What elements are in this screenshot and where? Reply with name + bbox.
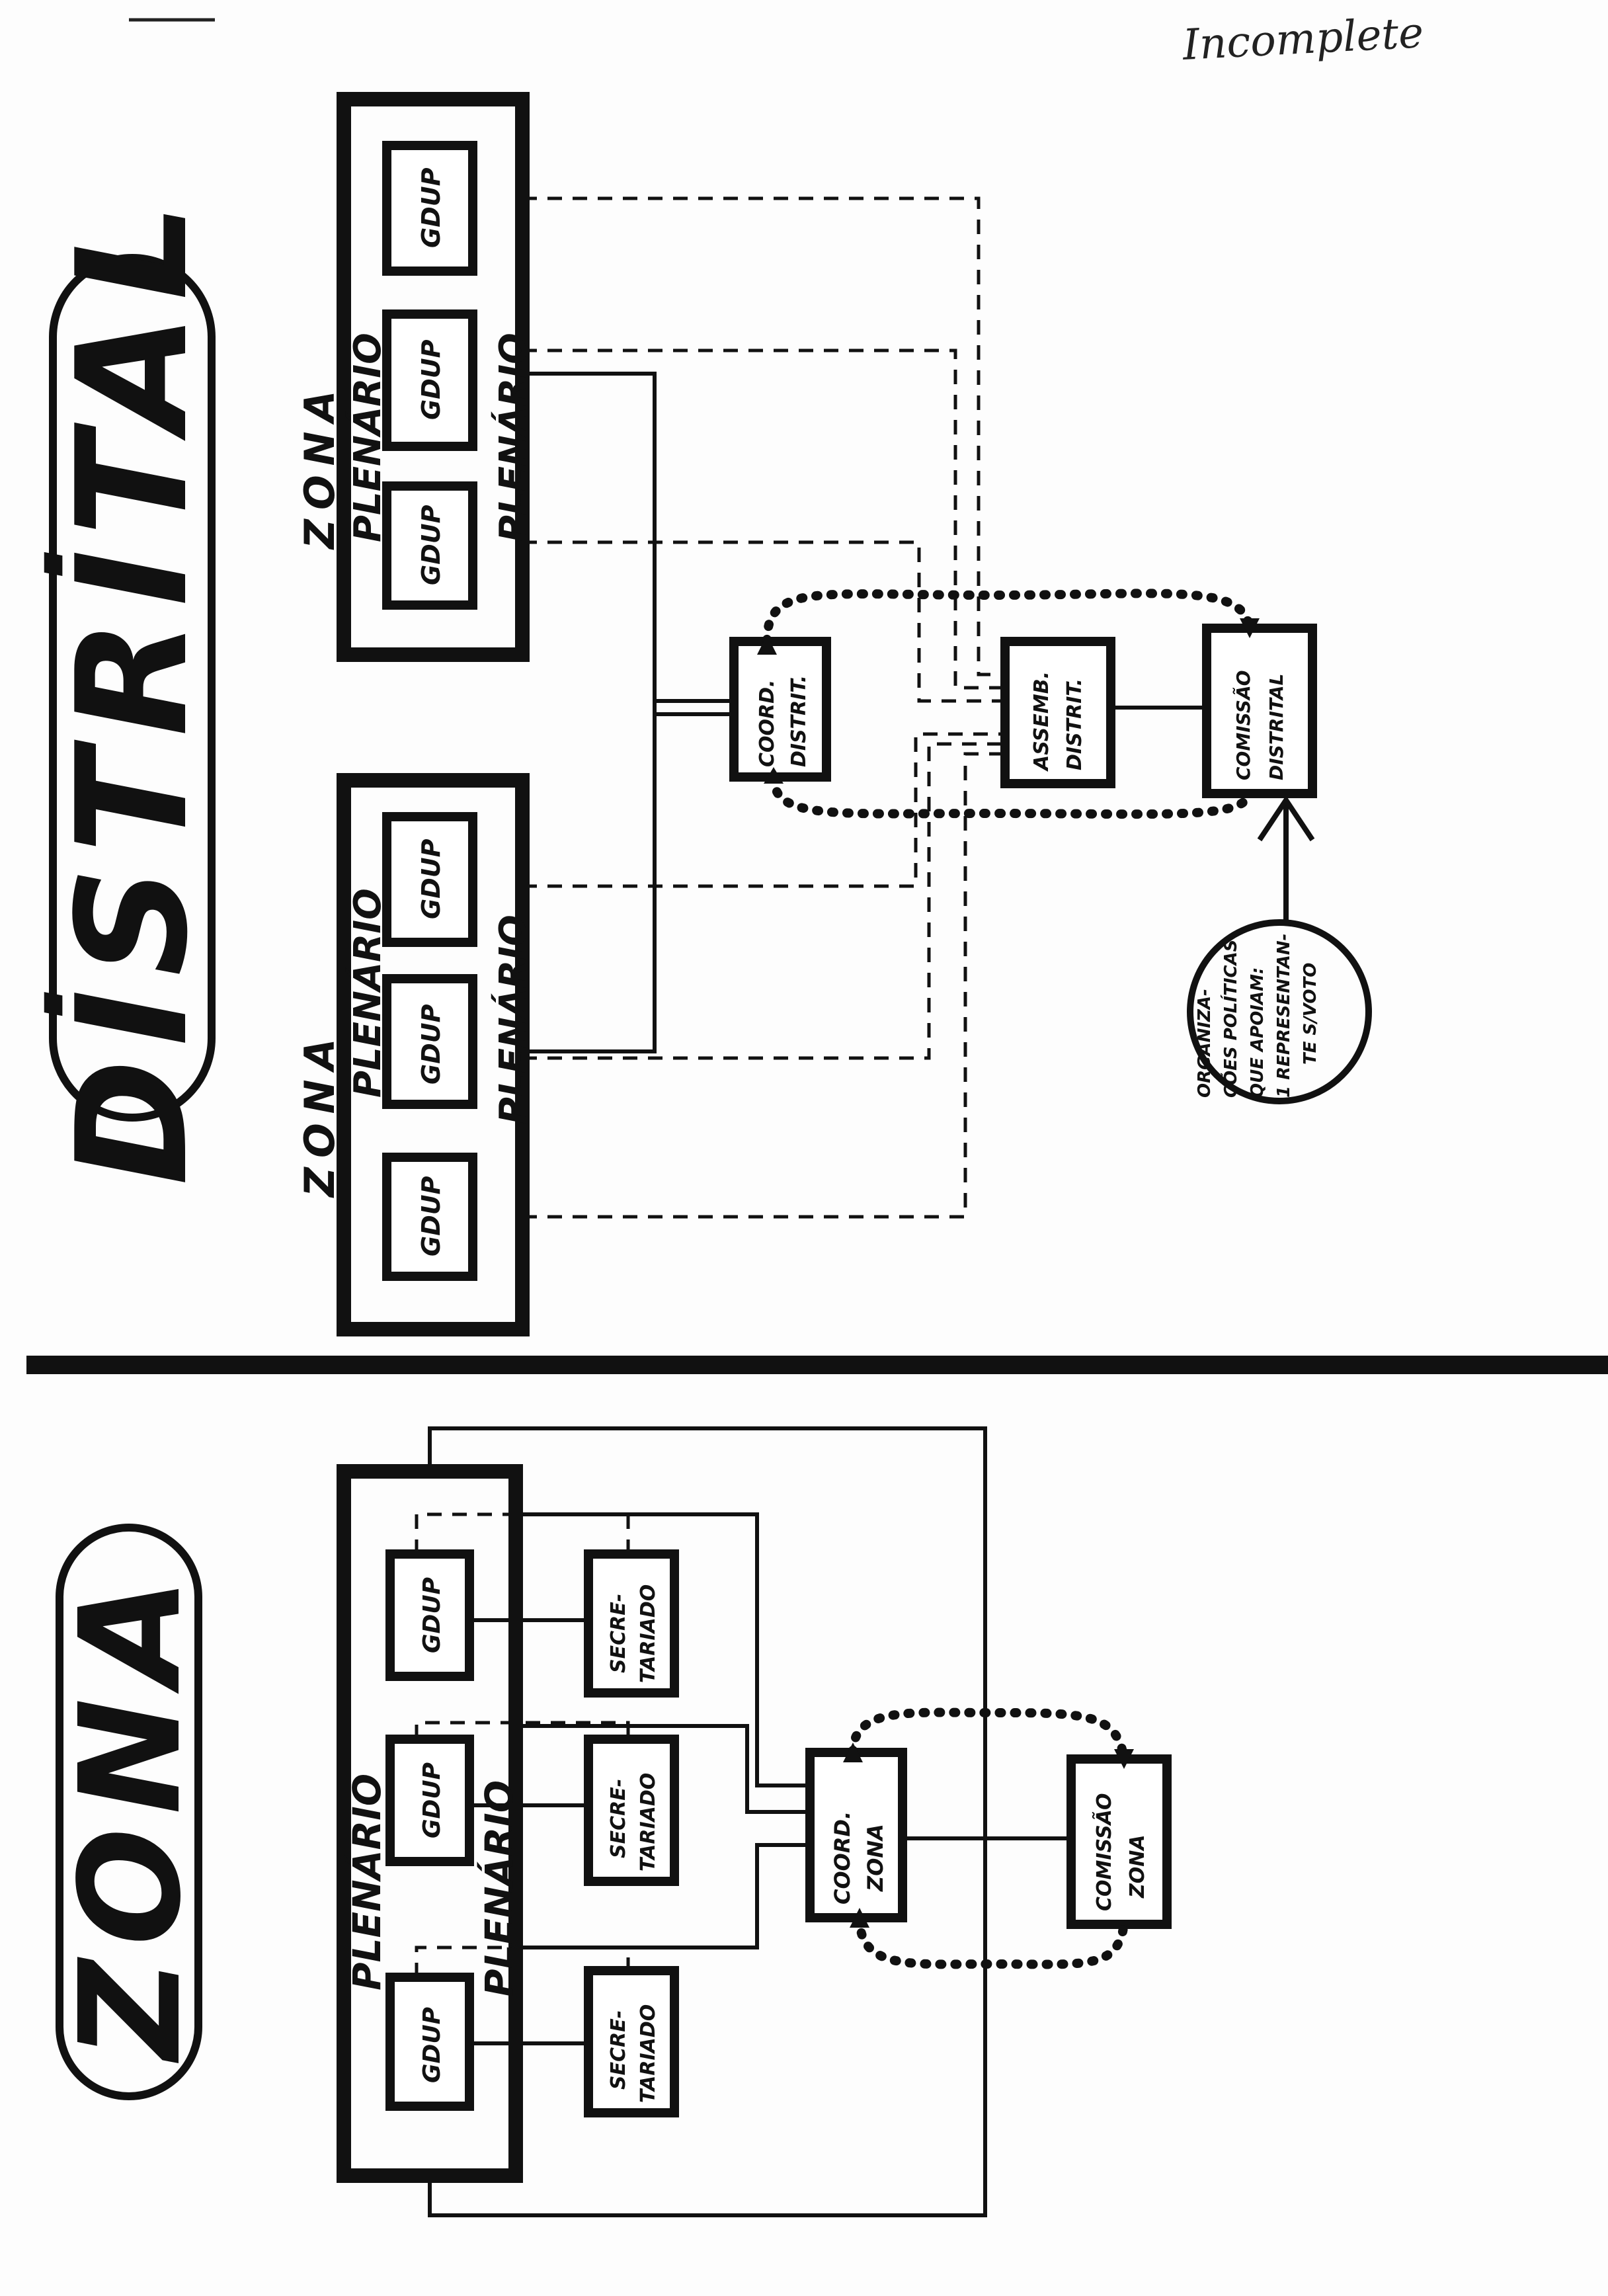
secretariado-2 bbox=[584, 1735, 679, 1886]
org-arrowhead bbox=[1257, 795, 1315, 842]
assemb-distrit-label-2: DISTRIT. bbox=[1063, 678, 1086, 770]
zona-title-text: ZONA bbox=[50, 1564, 212, 2063]
zona-2-gdup-1 bbox=[382, 1153, 477, 1281]
zona-1-plenario-bottom: PLENÁRIO bbox=[492, 333, 535, 542]
comissao-distrital-label-1: COMISSÃO bbox=[1232, 670, 1254, 780]
distrital-title: DİSTRİTAL bbox=[44, 190, 221, 1185]
svg-text:ORGANIZA-: ORGANIZA- bbox=[1195, 989, 1215, 1098]
zona-dotted-top bbox=[848, 1707, 1129, 1764]
zona-2-gdup-2 bbox=[382, 974, 477, 1109]
zona-arrowhead-top-right bbox=[1114, 1749, 1134, 1769]
zona-2-label: ZONA bbox=[296, 1029, 344, 1198]
zona-1-gdup-3-label: GDUP bbox=[417, 167, 446, 248]
coord-comissao-dotted-top bbox=[762, 589, 1254, 646]
dotted-arrowhead-top-right bbox=[1240, 618, 1260, 638]
zona-2-gdup-2-label: GDUP bbox=[417, 1004, 446, 1085]
zona-gdup-2-label: GDUP bbox=[419, 1762, 446, 1838]
zona-2-gdup-3-label: GDUP bbox=[417, 839, 446, 919]
svg-text:1 REPRESENTAN-: 1 REPRESENTAN- bbox=[1274, 934, 1294, 1098]
comissao-zona-label-1: COMISSÃO bbox=[1092, 1793, 1116, 1911]
distrital-zona-1: ZONA PLENÁRIO PLENÁRIO GDUP GDUP GDUP bbox=[296, 92, 535, 662]
section-divider bbox=[26, 1356, 1608, 1374]
zona-plenario-box bbox=[337, 1464, 523, 2183]
zona-1-label: ZONA bbox=[296, 381, 344, 550]
coord-zona-box bbox=[805, 1748, 907, 1922]
assemb-distrit-box bbox=[1000, 637, 1115, 788]
dotted-arrowhead-bottom-left bbox=[764, 767, 784, 784]
comissao-zona-label-2: ZONA bbox=[1126, 1834, 1149, 1899]
plenario-to-coord-line bbox=[522, 372, 657, 1053]
comissao-distrital-label-2: DISTRITAL bbox=[1266, 674, 1287, 780]
zona-gdup-2 bbox=[385, 1735, 474, 1866]
svg-text:TE S/VOTO: TE S/VOTO bbox=[1301, 963, 1320, 1065]
zona-gdup-1 bbox=[385, 1549, 474, 1681]
secretariado-1-label-2: TARIADO bbox=[637, 1584, 660, 1683]
org-note-circle bbox=[1187, 919, 1372, 1104]
coord-zona-label-1: COORD. bbox=[830, 1811, 855, 1905]
zona-1-gdup-3 bbox=[382, 141, 477, 276]
zona-1-box bbox=[337, 92, 530, 662]
comissao-distrital-box bbox=[1202, 624, 1317, 798]
zona-arrowhead-bottom-left bbox=[850, 1908, 869, 1928]
zona-2-box bbox=[337, 773, 530, 1336]
coord-distrit-label-2: DISTRIT. bbox=[787, 675, 811, 767]
assemb-distrit-label-1: ASSEMB. bbox=[1030, 671, 1053, 772]
coord-zona-label-2: ZONA bbox=[863, 1824, 888, 1892]
svg-text:QUE APOIAM:: QUE APOIAM: bbox=[1248, 967, 1267, 1098]
gdup2-dash bbox=[415, 1721, 630, 1739]
secretariado-2-label-1: SECRE- bbox=[607, 1779, 630, 1858]
distrital-section: DİSTRİTAL ZONA PLENÁRIO PLENÁRIO GDUP GD… bbox=[44, 92, 1372, 1336]
zona-dotted-bottom bbox=[855, 1913, 1129, 1969]
zona-1-gdup-2-label: GDUP bbox=[417, 339, 446, 420]
distrital-title-text: DİSTRİTAL bbox=[44, 190, 221, 1185]
dotted-arrowhead-top-left bbox=[757, 635, 777, 655]
zona-plenario-bottom: PLENÁRIO bbox=[476, 1780, 522, 1997]
secretariado-1-label-1: SECRE- bbox=[607, 1594, 630, 1673]
svg-text:ÇÕES POLÍTICAS: ÇÕES POLÍTICAS bbox=[1220, 940, 1241, 1098]
zona-1-gdup-1 bbox=[382, 481, 477, 610]
zona-1-gdup-2 bbox=[382, 309, 477, 451]
coord-distrit-label-1: COORD. bbox=[756, 680, 779, 767]
plenario-to-coord-3 bbox=[516, 1843, 813, 1949]
secretariado-2-label-2: TARIADO bbox=[637, 1773, 660, 1871]
plenario-to-coord-1 bbox=[516, 1512, 813, 1787]
zona-section: ZONA PLENÁRIO PLENÁRIO GDUP GDUP GDUP SE… bbox=[50, 1426, 1172, 2217]
comissao-zona-box bbox=[1066, 1754, 1172, 1929]
secretariado-1 bbox=[584, 1549, 679, 1698]
zona-arrowhead-top-left bbox=[843, 1742, 863, 1762]
zona-gdup-3-label: GDUP bbox=[419, 2007, 446, 2083]
zona-1-gdup-1-label: GDUP bbox=[417, 505, 446, 585]
secretariado-3 bbox=[584, 1966, 679, 2117]
corner-note: Incomplete bbox=[1181, 9, 1425, 70]
zona-2-gdup-1-label: GDUP bbox=[417, 1176, 446, 1256]
plenario-to-coord-2 bbox=[516, 1724, 813, 1814]
zona-outer-loop bbox=[428, 1426, 987, 2217]
zona-2-gdup-3 bbox=[382, 812, 477, 947]
secretariado-3-label-2: TARIADO bbox=[637, 2004, 660, 2103]
zona-title: ZONA bbox=[50, 1524, 212, 2100]
gdup-to-assemb-dashes bbox=[522, 196, 1005, 1219]
distrital-zona-2: ZONA PLENÁRIO PLENÁRIO GDUP GDUP GDUP bbox=[296, 773, 535, 1336]
zona-plenario-top: PLENÁRIO bbox=[344, 1774, 389, 1990]
zona-2-plenario-bottom: PLENÁRIO bbox=[492, 915, 535, 1124]
secretariado-3-label-1: SECRE- bbox=[607, 2010, 630, 2090]
coord-distrit-box bbox=[729, 637, 831, 782]
org-note-text: ORGANIZA- ÇÕES POLÍTICAS QUE APOIAM: 1 R… bbox=[1195, 934, 1320, 1098]
zona-gdup-1-label: GDUP bbox=[419, 1577, 446, 1653]
